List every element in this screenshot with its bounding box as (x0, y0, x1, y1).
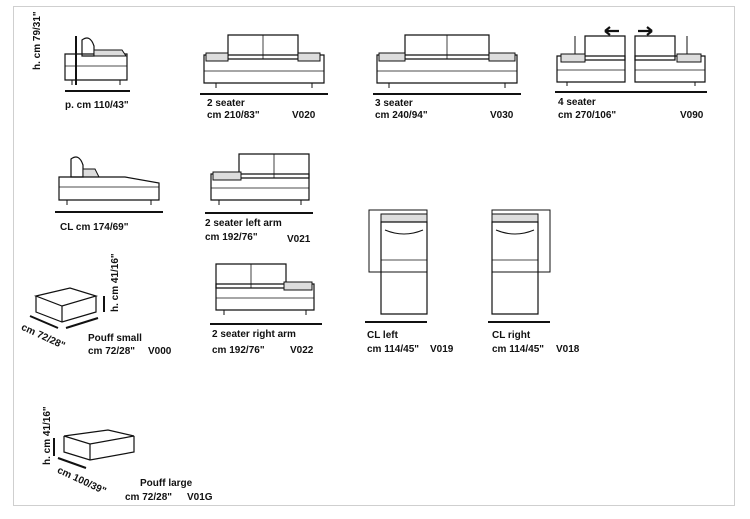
single-height-label: h. cm 79/31" (32, 11, 43, 70)
pouff-large-drawing (50, 424, 140, 479)
cl-left-code: V019 (430, 344, 454, 355)
arrow-left-icon (605, 27, 619, 35)
four-seater-name: 4 seater (558, 97, 596, 108)
two-seater-left-arm-drawing (205, 152, 315, 217)
two-seater-left-arm-size: cm 192/76" (205, 232, 258, 243)
two-seater-left-arm-name: 2 seater left arm (205, 218, 282, 229)
four-seater-size: cm 270/106" (558, 110, 617, 121)
chaise-longue-label: CL cm 174/69" (60, 222, 129, 233)
two-seater-size: cm 210/83" (207, 110, 260, 121)
three-seater-code: V030 (490, 110, 514, 121)
two-seater-right-arm-size: cm 192/76" (212, 345, 265, 356)
pouff-large-size: cm 72/28" (125, 492, 172, 503)
pouff-small-size: cm 72/28" (88, 346, 135, 357)
cl-right-size: cm 114/45" (492, 344, 545, 355)
pouff-large-name: Pouff large (140, 478, 193, 489)
chaise-longue-drawing (55, 155, 165, 220)
two-seater-drawing (200, 35, 330, 100)
two-seater-right-arm-code: V022 (290, 345, 314, 356)
three-seater-name: 3 seater (375, 98, 413, 109)
pouff-small-code: V000 (148, 346, 172, 357)
three-seater-size: cm 240/94" (375, 110, 428, 121)
cl-right-name: CL right (492, 330, 531, 341)
pouff-large-code: V01G (187, 492, 213, 503)
cl-left-size: cm 114/45" (367, 344, 420, 355)
two-seater-code: V020 (292, 110, 316, 121)
four-seater-code: V090 (680, 110, 704, 121)
three-seater-drawing (373, 35, 521, 100)
pouff-small-drawing (22, 278, 112, 340)
two-seater-right-arm-name: 2 seater right arm (212, 329, 296, 340)
arrow-right-icon (638, 27, 652, 35)
two-seater-left-arm-code: V021 (287, 234, 311, 245)
pouff-small-name: Pouff small (88, 333, 142, 344)
cl-left-name: CL left (367, 330, 398, 341)
cl-left-drawing (365, 208, 435, 328)
single-depth-label: p. cm 110/43" (65, 100, 129, 111)
cl-right-code: V018 (556, 344, 580, 355)
two-seater-right-arm-drawing (210, 262, 325, 327)
catalog-frame (13, 6, 735, 506)
pouff-small-height: h. cm 41/16" (110, 253, 121, 312)
four-seater-drawing (555, 24, 710, 96)
cl-right-drawing (488, 208, 558, 328)
single-module-drawing (60, 30, 135, 95)
pouff-large-height: h. cm 41/16" (42, 406, 53, 465)
two-seater-name: 2 seater (207, 98, 245, 109)
